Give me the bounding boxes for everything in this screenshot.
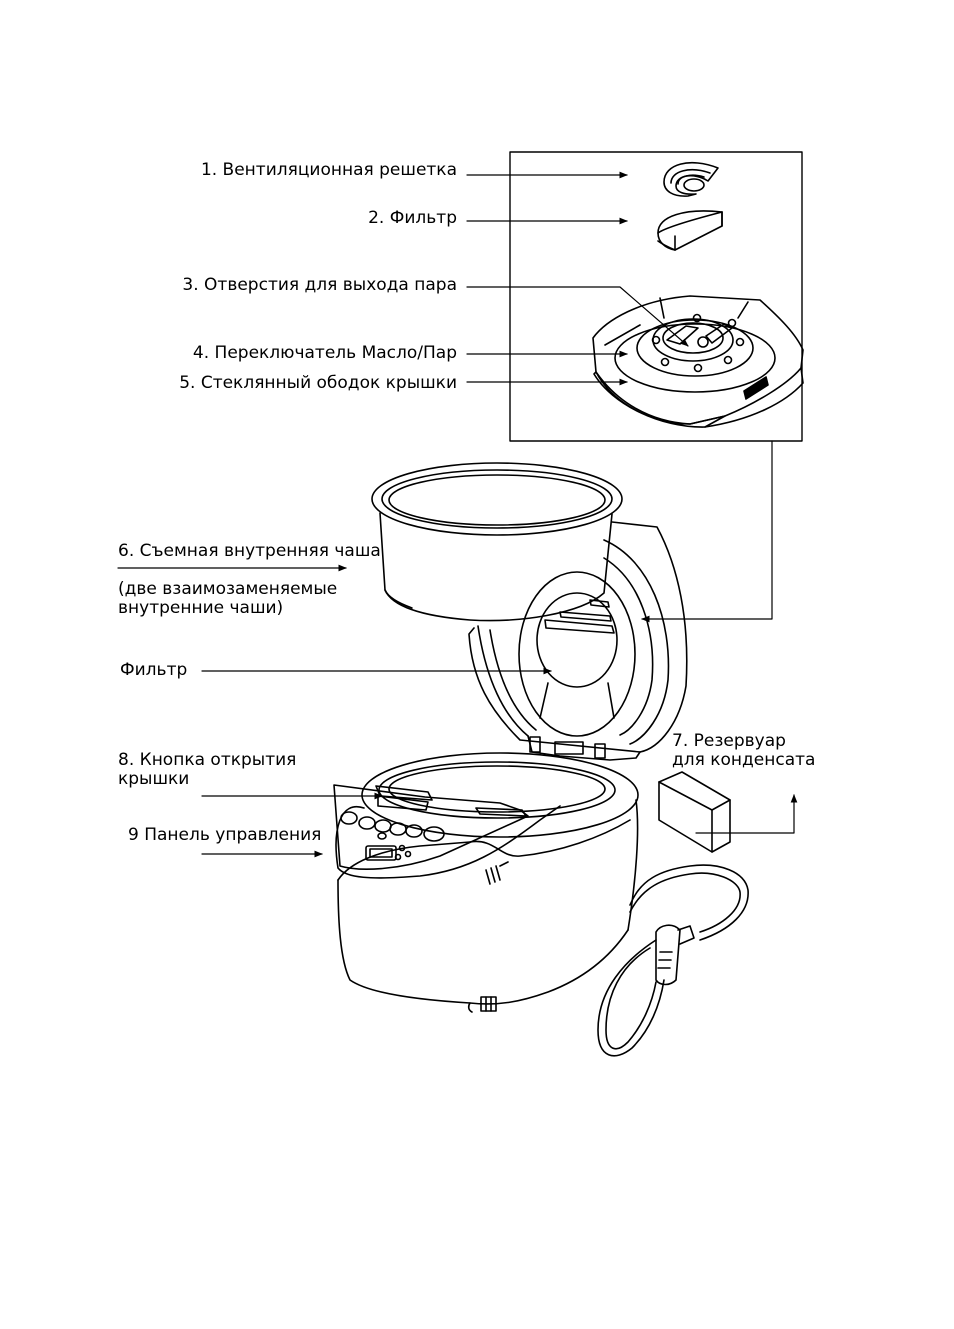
power-cord-part — [598, 865, 748, 1056]
cooker-base-part — [334, 753, 638, 1012]
filter-part — [658, 211, 722, 250]
vent-grille-part — [664, 163, 718, 196]
lid-detail-frame — [510, 152, 802, 441]
inner-bowl-part — [372, 463, 622, 621]
open-lid-part — [469, 522, 687, 760]
lid-insert-part — [593, 296, 803, 427]
leader-lines — [118, 175, 794, 854]
condensate-tank-part — [659, 772, 730, 852]
